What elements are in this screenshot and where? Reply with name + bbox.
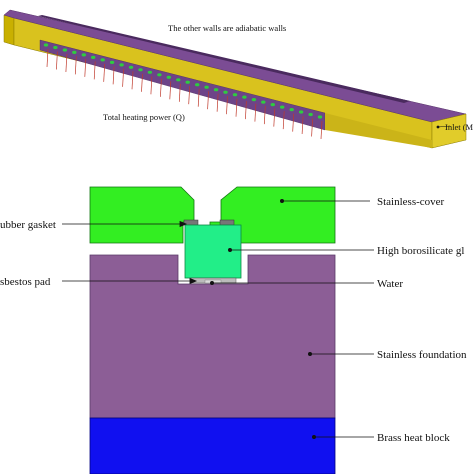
heater-pin bbox=[178, 83, 181, 102]
heater-pin bbox=[282, 111, 285, 130]
heater-dot bbox=[195, 83, 200, 87]
heater-dot bbox=[91, 55, 96, 60]
heater-dot bbox=[308, 112, 313, 117]
stainless-cover-label: Stainless-cover bbox=[377, 196, 445, 208]
inlet-label: Inlet (M bbox=[445, 122, 474, 132]
heater-pin bbox=[292, 113, 295, 132]
brass-block-label: Brass heat block bbox=[377, 432, 450, 444]
heater-dot bbox=[232, 93, 238, 97]
heater-dot bbox=[109, 60, 115, 64]
heater-pin bbox=[150, 76, 153, 95]
leader-lines bbox=[62, 198, 374, 439]
heater-dot bbox=[138, 68, 143, 72]
channel-groove bbox=[38, 15, 410, 103]
heater-pin bbox=[235, 98, 238, 117]
inlet-leader bbox=[437, 125, 451, 128]
heater-dot bbox=[213, 88, 219, 92]
heater-dot bbox=[128, 65, 134, 69]
heater-pin bbox=[263, 106, 266, 125]
heater-dot bbox=[223, 90, 228, 94]
heater-pin bbox=[197, 88, 200, 107]
heater-pin bbox=[65, 53, 68, 73]
stainless-cover bbox=[89, 186, 195, 244]
heater-pin bbox=[226, 96, 228, 115]
heater-pin bbox=[84, 58, 87, 77]
heater-dot bbox=[72, 50, 77, 55]
heater-pin bbox=[273, 108, 276, 127]
asbestos-pad-label: sbestos pad bbox=[0, 276, 51, 288]
channel-lower-lip bbox=[325, 113, 432, 148]
heater-dot bbox=[147, 70, 153, 74]
heater-dot bbox=[53, 45, 58, 50]
heater-pin bbox=[56, 51, 58, 70]
heater-pin bbox=[169, 81, 172, 100]
heater-dot bbox=[289, 108, 294, 112]
rubber-gasket-right bbox=[219, 219, 235, 226]
heater-dot bbox=[251, 98, 257, 102]
heater-dot bbox=[185, 80, 190, 84]
heater-pin bbox=[141, 73, 143, 92]
heater-pin bbox=[46, 48, 49, 68]
heater-pin bbox=[311, 118, 313, 137]
heater-pin bbox=[254, 103, 257, 122]
water-label: Water bbox=[377, 278, 403, 290]
heater-dot bbox=[100, 58, 105, 62]
heater-dot bbox=[166, 75, 171, 79]
heating-power-label: Total heating power (Q) bbox=[103, 112, 185, 122]
heater-pin bbox=[103, 63, 106, 82]
heater-dot bbox=[242, 95, 247, 99]
heater-dot bbox=[261, 100, 266, 104]
borosilicate-label: High borosilicate gl bbox=[377, 245, 464, 257]
heater-pin bbox=[112, 66, 115, 85]
heater-pin bbox=[74, 56, 77, 75]
heater-dot bbox=[157, 73, 162, 77]
rubber-gasket-label: ubber gasket bbox=[0, 219, 56, 231]
heater-pin bbox=[188, 86, 191, 105]
heater-pin bbox=[160, 78, 162, 97]
channel-3d bbox=[3, 9, 467, 149]
heater-dot bbox=[270, 103, 275, 107]
brass-heat-block bbox=[89, 417, 336, 474]
heater-dot bbox=[280, 105, 285, 109]
heater-dot bbox=[43, 43, 49, 47]
heater-dot bbox=[317, 115, 323, 119]
heater-pin bbox=[131, 71, 134, 90]
channel-left-end bbox=[3, 14, 15, 46]
heater-pin bbox=[93, 61, 96, 80]
cross-section bbox=[89, 186, 336, 474]
heater-pin bbox=[245, 101, 247, 120]
heater-pin bbox=[122, 68, 124, 87]
heater-dots bbox=[43, 43, 323, 119]
heater-dot bbox=[81, 53, 87, 57]
borosilicate-glass bbox=[184, 224, 242, 279]
heater-pin bbox=[320, 120, 323, 140]
adiabatic-note-label: The other walls are adiabatic walls bbox=[168, 23, 286, 33]
heater-dot bbox=[119, 63, 124, 67]
heater-pin bbox=[216, 93, 219, 112]
heater-dot bbox=[62, 48, 68, 52]
stainless-foundation-label: Stainless foundation bbox=[377, 349, 467, 361]
heater-pin bbox=[301, 115, 304, 135]
heater-pins bbox=[46, 48, 323, 140]
heater-pin bbox=[207, 91, 209, 110]
heater-dot bbox=[204, 85, 209, 89]
heater-dot bbox=[176, 78, 181, 82]
channel-right-end bbox=[431, 113, 467, 149]
heater-dot bbox=[298, 110, 304, 114]
